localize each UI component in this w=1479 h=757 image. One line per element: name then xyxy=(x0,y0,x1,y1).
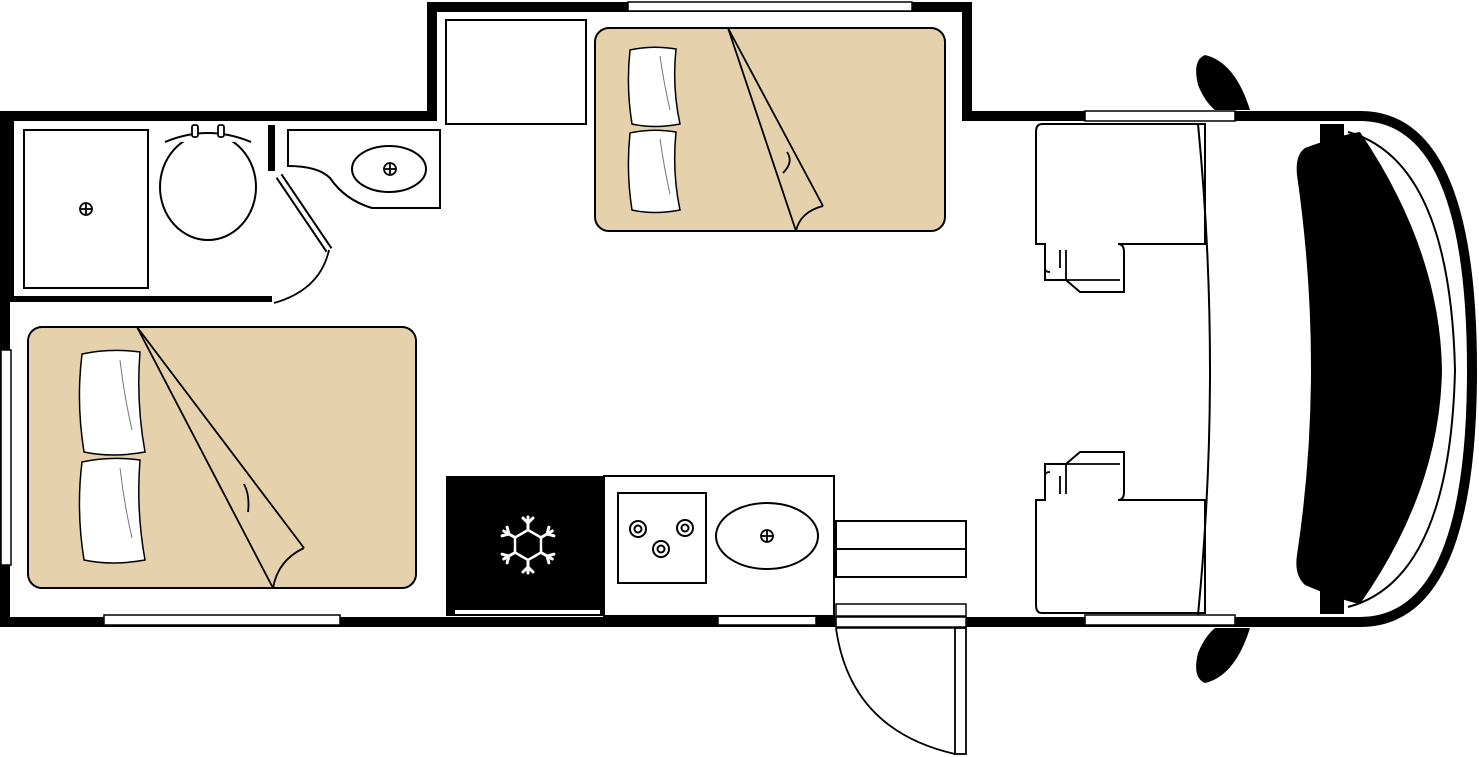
bathroom xyxy=(10,120,441,304)
kitchen xyxy=(446,475,835,617)
entry-door xyxy=(835,616,967,755)
window-bottom-left xyxy=(103,614,341,626)
rear-bed xyxy=(27,326,417,589)
blanket-fold xyxy=(136,326,305,589)
burner-icon xyxy=(652,540,670,558)
passenger-seat xyxy=(1035,451,1206,614)
window-top xyxy=(627,1,913,12)
exterior-wall xyxy=(0,2,1478,627)
pillow xyxy=(78,349,146,456)
fridge-base xyxy=(455,610,600,614)
snowflake-icon xyxy=(500,515,556,575)
pillow xyxy=(627,46,681,128)
cab-divider xyxy=(1197,123,1211,616)
driver-seat xyxy=(1035,123,1206,293)
drain-icon xyxy=(79,202,93,216)
bathroom-wall-bottom xyxy=(10,296,272,302)
entry-steps xyxy=(835,520,967,617)
cab xyxy=(1035,123,1457,616)
window-cab-bottom xyxy=(1084,614,1236,626)
windshield xyxy=(1296,132,1442,604)
bathroom-door-jamb xyxy=(268,125,275,171)
windows xyxy=(0,1,1236,626)
window-cab-top xyxy=(1084,110,1236,122)
side-mirror-bottom xyxy=(1196,628,1250,683)
dashboard-edge xyxy=(1347,131,1457,608)
kitchen-sink xyxy=(715,502,819,570)
outer-walls xyxy=(0,2,1478,627)
bathroom-wall-vertical xyxy=(10,120,14,298)
fridge xyxy=(446,476,604,616)
pillow xyxy=(78,457,146,564)
bathroom-sink xyxy=(287,129,441,209)
window-rear xyxy=(0,349,12,566)
drain-icon xyxy=(760,529,774,543)
cooktop xyxy=(617,492,707,584)
pillow xyxy=(627,129,681,214)
blanket-fold xyxy=(727,27,824,232)
drain-icon xyxy=(383,162,397,176)
toilet xyxy=(159,124,257,241)
cupboard xyxy=(445,19,587,125)
bathroom-door xyxy=(273,173,333,304)
side-mirror-top xyxy=(1196,55,1250,110)
side-bed xyxy=(594,27,946,232)
burner-icon xyxy=(676,519,694,537)
burner-icon xyxy=(629,520,647,538)
